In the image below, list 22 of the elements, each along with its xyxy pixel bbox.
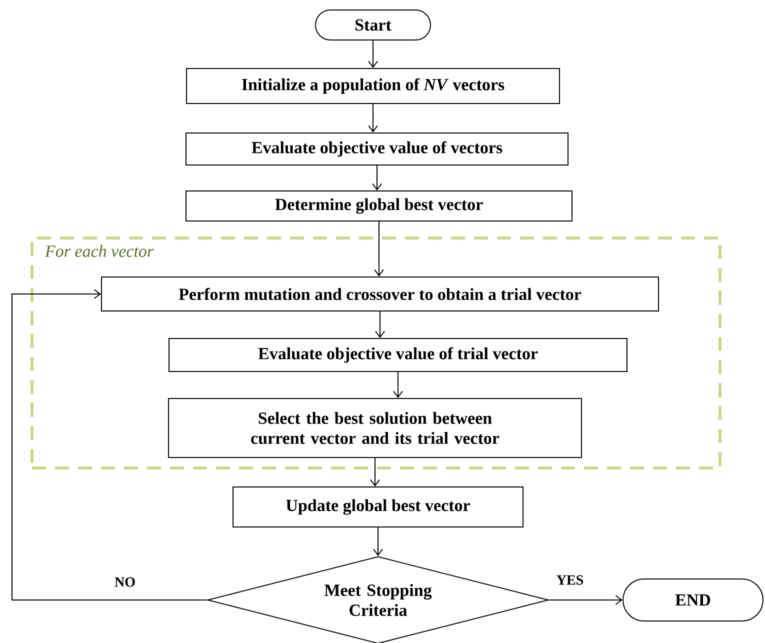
- frame-label: For each vector: [44, 245, 154, 257]
- arrow: [374, 221, 384, 276]
- process-box: Determine global best vector: [186, 190, 572, 222]
- process-box: Update global best vector: [232, 486, 524, 528]
- arrow: [393, 372, 403, 398]
- process-box: Initialize a population of NV vectors: [186, 68, 560, 104]
- edge-label: YES: [555, 574, 585, 586]
- edge-label: NO: [114, 576, 136, 588]
- arrow: [372, 165, 382, 190]
- process-box: Perform mutation and crossover to obtain a trial vector: [101, 276, 659, 312]
- process-box: Select the best solution between current vector and its trial vector: [168, 398, 582, 458]
- terminal-box: END: [622, 578, 764, 622]
- arrow: [375, 311, 385, 338]
- arrow: [373, 527, 383, 556]
- terminal-box: Start: [315, 10, 431, 40]
- arrow: [548, 595, 622, 605]
- arrow: [368, 104, 378, 132]
- process-box: Evaluate objective value of vectors: [186, 132, 568, 166]
- process-box: Evaluate objective value of trial vector: [168, 338, 628, 372]
- arrow: [370, 458, 380, 486]
- arrow: [368, 40, 378, 68]
- arrow: [12, 289, 208, 600]
